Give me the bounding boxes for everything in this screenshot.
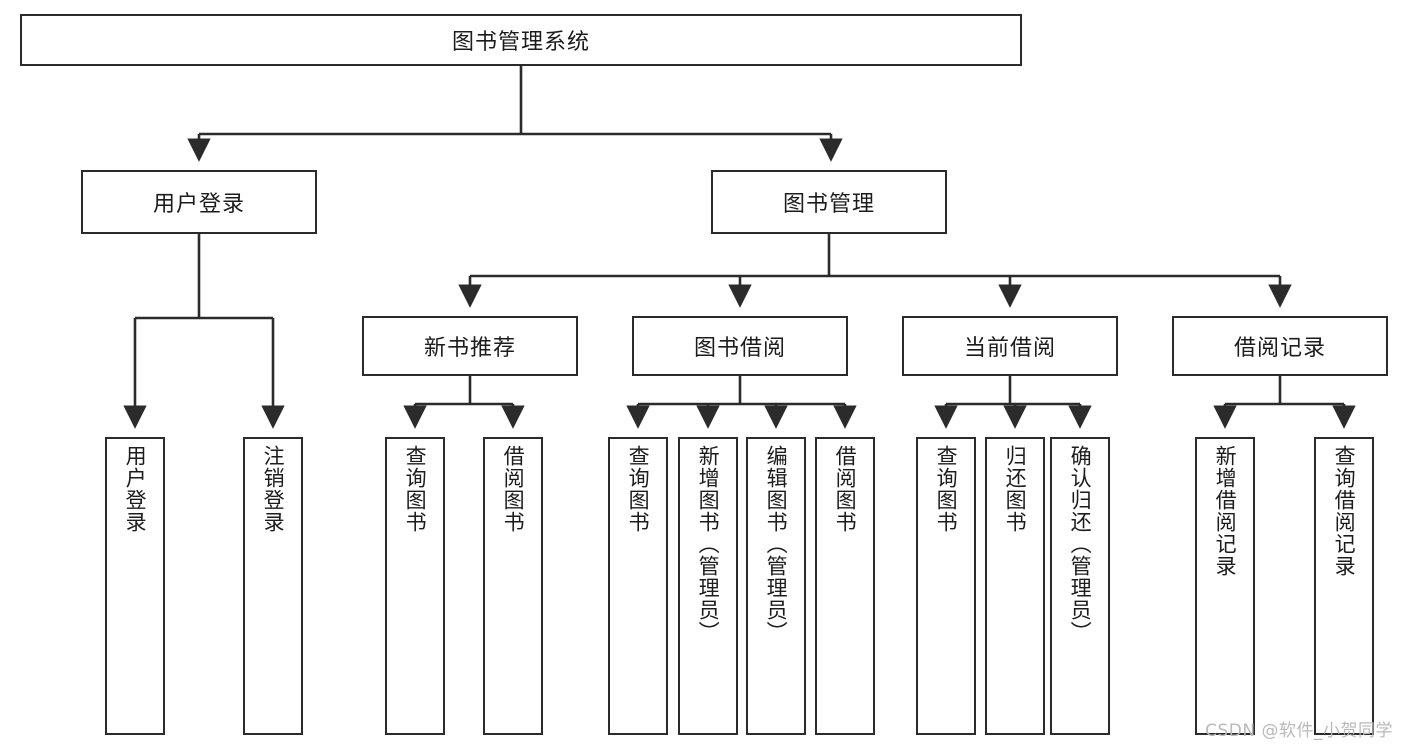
node-new-book-recommend[interactable]: 新书推荐 bbox=[362, 316, 578, 376]
node-user-login-label: 用户登录 bbox=[152, 192, 245, 217]
leaf-query-book-borrow-label: 查询图书 bbox=[626, 445, 651, 533]
leaf-add-borrow-record-label: 新增借阅记录 bbox=[1213, 445, 1238, 577]
leaf-user-login-label: 用户登录 bbox=[123, 445, 148, 533]
leaf-confirm-return-admin-label: 确认归还（管理员） bbox=[1068, 445, 1093, 643]
node-root-label: 图书管理系统 bbox=[451, 30, 590, 55]
node-current-borrow-label: 当前借阅 bbox=[963, 336, 1056, 361]
leaf-borrow-book-recommend[interactable]: 借阅图书 bbox=[483, 437, 543, 735]
leaf-borrow-book-recommend-label: 借阅图书 bbox=[501, 445, 526, 533]
node-borrow-record-label: 借阅记录 bbox=[1233, 336, 1326, 361]
leaf-query-borrow-record[interactable]: 查询借阅记录 bbox=[1314, 437, 1374, 735]
leaf-query-borrow-record-label: 查询借阅记录 bbox=[1332, 445, 1357, 577]
leaf-logout-login-label: 注销登录 bbox=[261, 445, 286, 533]
leaf-edit-book-admin[interactable]: 编辑图书（管理员） bbox=[746, 437, 806, 735]
leaf-return-book-label: 归还图书 bbox=[1003, 445, 1028, 533]
node-book-management-label: 图书管理 bbox=[782, 192, 875, 217]
leaf-logout-login[interactable]: 注销登录 bbox=[243, 437, 303, 735]
leaf-add-borrow-record[interactable]: 新增借阅记录 bbox=[1195, 437, 1255, 735]
leaf-borrow-book-label: 借阅图书 bbox=[833, 445, 858, 533]
leaf-query-book-borrow[interactable]: 查询图书 bbox=[608, 437, 668, 735]
leaf-query-book-current[interactable]: 查询图书 bbox=[916, 437, 976, 735]
node-book-borrow-label: 图书借阅 bbox=[693, 336, 786, 361]
node-new-book-recommend-label: 新书推荐 bbox=[423, 336, 516, 361]
leaf-add-book-admin-label: 新增图书（管理员） bbox=[696, 445, 721, 643]
node-user-login[interactable]: 用户登录 bbox=[81, 170, 317, 234]
leaf-user-login[interactable]: 用户登录 bbox=[105, 437, 165, 735]
leaf-query-book-current-label: 查询图书 bbox=[934, 445, 959, 533]
leaf-borrow-book[interactable]: 借阅图书 bbox=[815, 437, 875, 735]
node-current-borrow[interactable]: 当前借阅 bbox=[902, 316, 1118, 376]
node-borrow-record[interactable]: 借阅记录 bbox=[1172, 316, 1388, 376]
leaf-add-book-admin[interactable]: 新增图书（管理员） bbox=[678, 437, 738, 735]
node-root[interactable]: 图书管理系统 bbox=[20, 14, 1022, 66]
leaf-query-book-recommend-label: 查询图书 bbox=[403, 445, 428, 533]
node-book-management[interactable]: 图书管理 bbox=[711, 170, 947, 234]
leaf-confirm-return-admin[interactable]: 确认归还（管理员） bbox=[1050, 437, 1110, 735]
node-book-borrow[interactable]: 图书借阅 bbox=[632, 316, 848, 376]
leaf-edit-book-admin-label: 编辑图书（管理员） bbox=[764, 445, 789, 643]
leaf-return-book[interactable]: 归还图书 bbox=[985, 437, 1045, 735]
leaf-query-book-recommend[interactable]: 查询图书 bbox=[385, 437, 445, 735]
